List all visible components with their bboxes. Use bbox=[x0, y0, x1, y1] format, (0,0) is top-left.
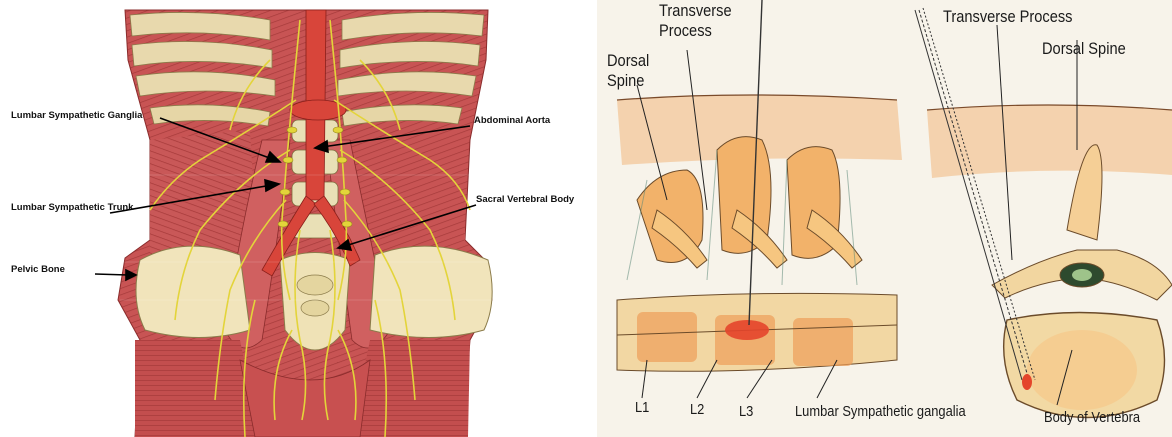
label-transverse-process-left-2: Process bbox=[659, 22, 712, 40]
left-anatomy-panel: Lumbar Sympathetic Ganglia Lumbar Sympat… bbox=[0, 0, 600, 437]
label-body-of-vertebra: Body of Vertebra bbox=[1044, 410, 1140, 426]
label-pelvic-bone: Pelvic Bone bbox=[11, 264, 65, 275]
label-transverse-process-right: Transverse Process bbox=[943, 8, 1072, 26]
label-dorsal-spine-left-2: Spine bbox=[607, 72, 644, 90]
skin-layer-right-view bbox=[927, 105, 1172, 178]
label-sacral-vertebral-body: Sacral Vertebral Body bbox=[476, 194, 574, 205]
label-dorsal-spine-left-1: Dorsal bbox=[607, 52, 649, 70]
label-abdominal-aorta: Abdominal Aorta bbox=[474, 115, 550, 126]
label-l3: L3 bbox=[739, 404, 753, 420]
label-l1: L1 bbox=[635, 400, 649, 416]
label-dorsal-spine-right: Dorsal Spine bbox=[1042, 40, 1126, 58]
left-pelvic-bone bbox=[136, 246, 250, 337]
left-anatomy-illustration bbox=[0, 0, 600, 437]
left-thigh-muscle bbox=[135, 340, 260, 437]
vertebral-column-side-view bbox=[617, 137, 897, 372]
right-procedure-panel: Transverse Process Dorsal Spine Transver… bbox=[597, 0, 1172, 437]
right-pelvic-bone bbox=[370, 246, 492, 337]
label-lumbar-sympathetic-ganglia: Lumbar Sympathetic Ganglia bbox=[11, 110, 142, 121]
label-l2: L2 bbox=[690, 402, 704, 418]
label-transverse-process-left-1: Transverse bbox=[659, 2, 732, 20]
label-lumbar-sympathetic-trunk: Lumbar Sympathetic Trunk bbox=[11, 202, 133, 213]
right-procedure-illustration bbox=[597, 0, 1172, 437]
label-lumbar-sympathetic-gangalia: Lumbar Sympathetic gangalia bbox=[795, 404, 966, 420]
vertebra-cross-section bbox=[992, 145, 1172, 418]
